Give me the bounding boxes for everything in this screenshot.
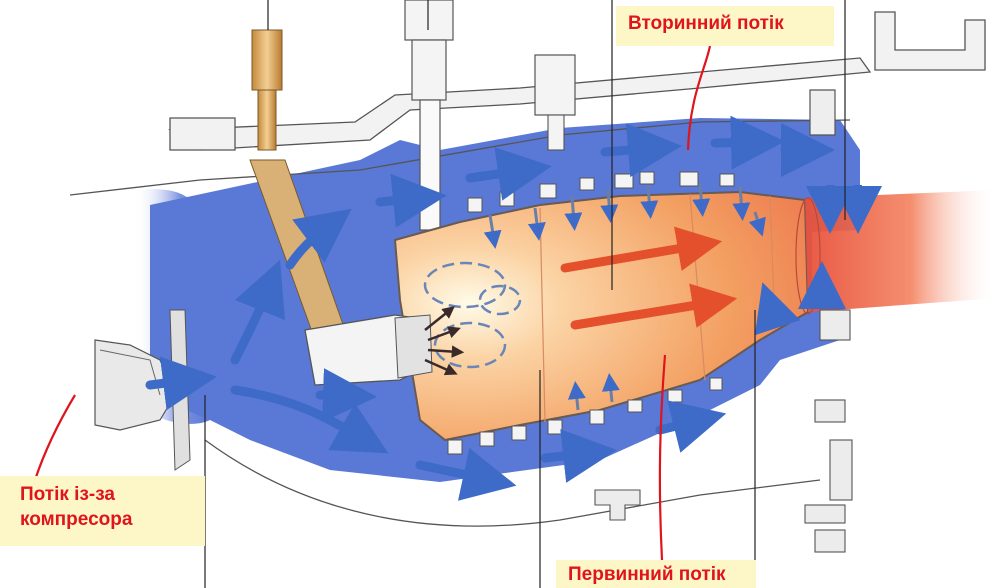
- recirculation-vortices: [423, 261, 522, 369]
- lower-flange: [594, 489, 641, 521]
- exit-flow-arrows: [754, 185, 882, 336]
- igniter-top: [404, 0, 454, 41]
- compressor-flow-label-line1: Потік із-за: [20, 484, 115, 505]
- liner-segment-1: [539, 207, 546, 423]
- combustion-liner: [393, 190, 810, 442]
- igniter-body: [411, 39, 447, 101]
- swirl-jets: [424, 306, 465, 376]
- casing-flange-left: [169, 117, 236, 151]
- compressor-flow-label: Потік із-за компресора: [0, 476, 205, 546]
- secondary-flow-label: Вторинний потік: [616, 6, 834, 46]
- casing-right-wall: [809, 89, 836, 136]
- outer-casing-top: [167, 57, 872, 151]
- compressor-flow-label-line2: компресора: [20, 509, 133, 530]
- fuel-injector-head: [251, 29, 283, 91]
- primary-flow-label: Первинний потік: [556, 560, 756, 588]
- igniter-shaft: [419, 99, 441, 231]
- turbine-mounting-hardware: [804, 309, 853, 553]
- bleed-valve: [534, 54, 576, 116]
- primary-flow-arrows: [560, 226, 738, 330]
- blue-flow-arrows: [145, 115, 835, 501]
- leader-lines: [204, 0, 846, 588]
- casing-outer-line: [69, 119, 851, 196]
- dilution-arrows: [483, 183, 766, 411]
- swirler-nozzle: [394, 314, 433, 379]
- casing-right-bracket: [874, 11, 986, 71]
- fuel-injector-body: [257, 89, 277, 151]
- label-pointers: [33, 45, 712, 561]
- outer-casing-bottom: [204, 439, 821, 527]
- bleed-valve-stem: [547, 114, 565, 151]
